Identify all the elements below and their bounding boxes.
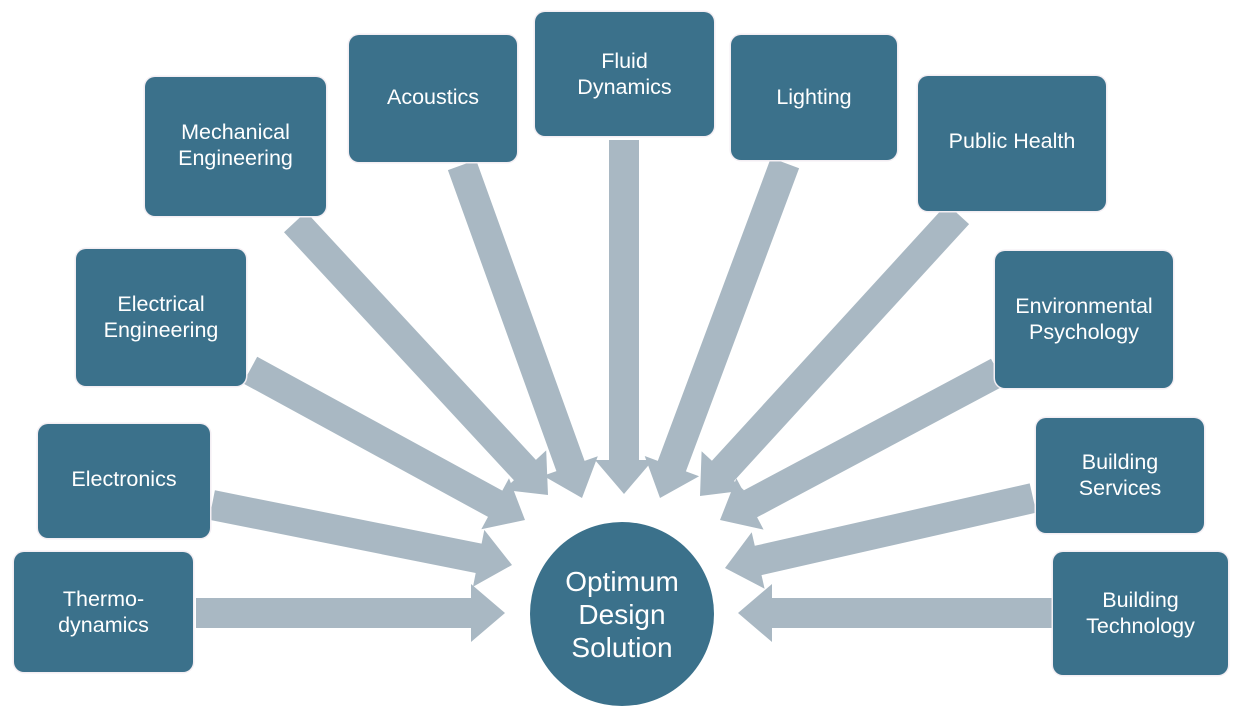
node-label: Building Services (1078, 450, 1162, 500)
arrow-public-health (700, 203, 970, 496)
arrow-lighting (644, 157, 800, 499)
center-label: Optimum Design Solution (565, 565, 679, 663)
arrow-electronics (209, 490, 512, 587)
node-building-technology: Building Technology (1053, 552, 1228, 675)
node-electronics: Electronics (38, 424, 210, 538)
arrow-environmental-psychology (720, 358, 1005, 530)
node-lighting: Lighting (731, 35, 897, 160)
node-label: Public Health (948, 129, 1076, 153)
node-label: Environmental Psychology (1015, 294, 1153, 344)
node-thermodynamics: Thermo- dynamics (14, 552, 193, 672)
arrow-mechanical-engineering (284, 211, 548, 496)
node-building-services: Building Services (1036, 418, 1204, 533)
arrow-electrical-engineering (242, 356, 526, 530)
node-label: Electrical Engineering (103, 292, 219, 342)
arrow-building-services (725, 483, 1037, 589)
node-label: Fluid Dynamics (577, 49, 672, 99)
node-label: Lighting (776, 85, 852, 109)
center-node-optimum-design-solution: Optimum Design Solution (530, 522, 714, 706)
node-label: Electronics (71, 467, 177, 491)
node-label: Thermo- dynamics (58, 587, 149, 637)
node-label: Building Technology (1086, 588, 1195, 638)
node-electrical-engineering: Electrical Engineering (76, 249, 246, 386)
arrow-thermodynamics (196, 584, 505, 642)
node-label: Acoustics (386, 85, 479, 109)
arrow-acoustics (447, 159, 598, 498)
node-label: Mechanical Engineering (178, 120, 293, 170)
node-mechanical-engineering: Mechanical Engineering (145, 77, 326, 216)
node-environmental-psychology: Environmental Psychology (995, 251, 1173, 388)
node-fluid-dynamics: Fluid Dynamics (535, 12, 714, 136)
arrow-building-technology (738, 584, 1052, 642)
arrow-fluid-dynamics (595, 140, 653, 494)
node-acoustics: Acoustics (349, 35, 517, 162)
node-public-health: Public Health (918, 76, 1106, 211)
